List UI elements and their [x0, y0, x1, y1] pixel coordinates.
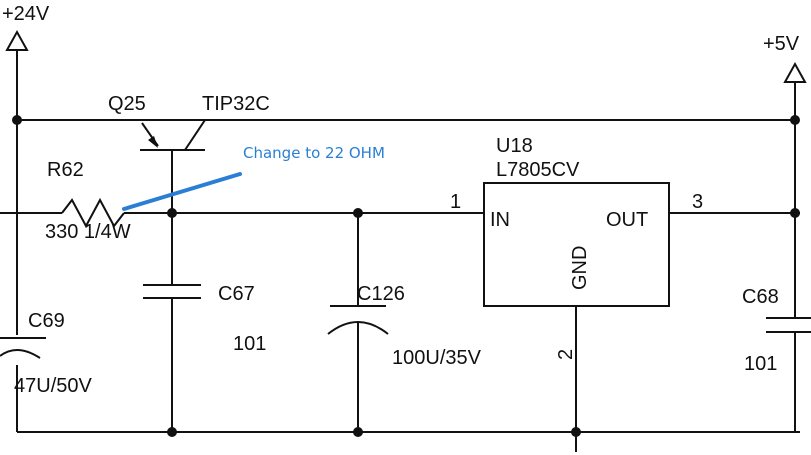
- transistor-q25-symbol: [140, 119, 206, 213]
- supply-5v-label: +5V: [763, 33, 800, 55]
- regulator-pin-gnd-label: GND: [569, 246, 591, 290]
- regulator-pin-out-label: OUT: [606, 209, 648, 231]
- capacitor-c69-plate-curved: [0, 349, 41, 359]
- c68-value-label: 101: [744, 353, 777, 375]
- annotation-text: Change to 22 OHM: [243, 144, 385, 162]
- supply-24v-symbol: [5, 29, 29, 120]
- c126-value-label: 100U/35V: [392, 347, 482, 369]
- transistor-ref-label: Q25: [108, 93, 146, 115]
- c68-ref-label: C68: [742, 286, 779, 308]
- regulator-pin2-number: 2: [555, 349, 577, 360]
- regulator-pin3-number: 3: [692, 191, 703, 213]
- transistor-part-label: TIP32C: [202, 93, 270, 115]
- resistor-ref-label: R62: [47, 159, 84, 181]
- regulator-pin1-number: 1: [450, 191, 461, 213]
- resistor-value-label: 330 1/4W: [45, 221, 131, 243]
- regulator-pin-in-label: IN: [490, 209, 510, 231]
- resistor-r62-symbol: [61, 197, 125, 229]
- c67-ref-label: C67: [218, 283, 255, 305]
- regulator-ref-label: U18: [496, 135, 533, 157]
- c67-value-label: 101: [233, 333, 266, 355]
- c126-ref-label: C126: [357, 283, 405, 305]
- c69-value-label: 47U/50V: [14, 375, 92, 397]
- supply-24v-label: +24V: [2, 3, 50, 25]
- annotation-pointer-line: [122, 172, 242, 211]
- c69-ref-label: C69: [28, 310, 65, 332]
- supply-5v-symbol: [783, 61, 807, 120]
- regulator-part-label: L7805CV: [496, 159, 580, 181]
